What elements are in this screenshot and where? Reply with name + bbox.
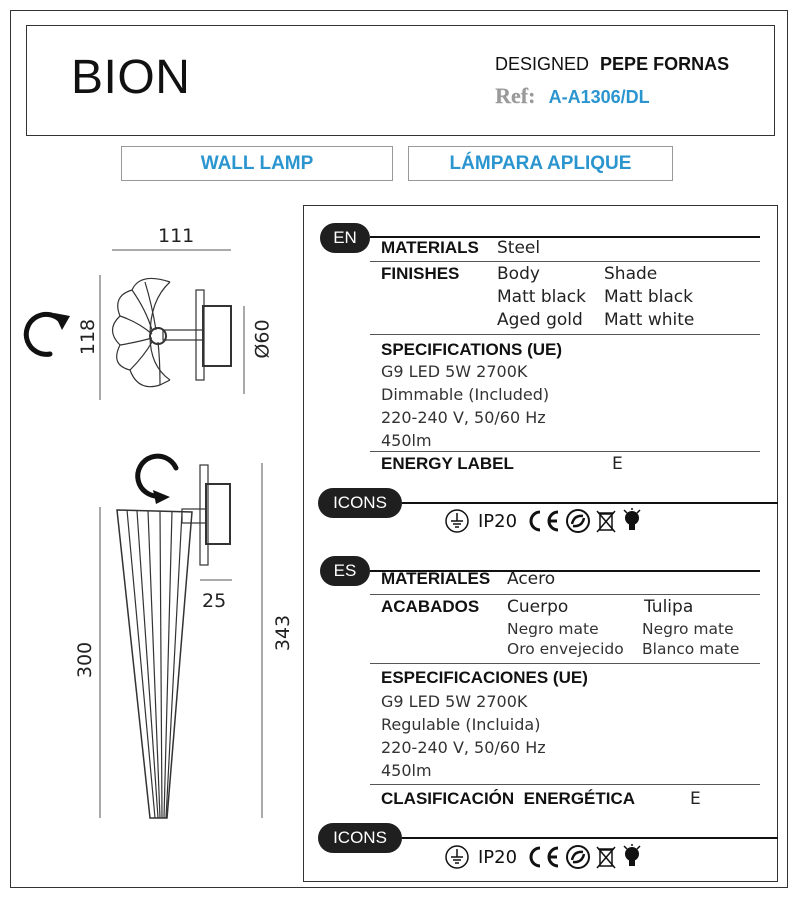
recycle-icon — [566, 509, 591, 533]
ip-rating-es: IP20 — [478, 846, 518, 868]
designed-label: DESIGNED — [495, 54, 590, 74]
shade-finish-en: Matt white — [604, 310, 695, 330]
certification-icons-en: IP20 — [444, 508, 643, 534]
product-type-en: WALL LAMP — [121, 146, 393, 181]
dim-side-depth: 25 — [202, 590, 227, 612]
side-view-drawing — [116, 464, 231, 819]
energy-value-en: E — [612, 454, 623, 474]
energy-label-en: ENERGY LABEL — [381, 454, 514, 473]
dim-total-height: 343 — [272, 614, 295, 652]
rotate-icon — [23, 311, 65, 357]
ip-rating-en: IP20 — [478, 510, 518, 532]
spec-line-es: Regulable (Incluida) — [381, 715, 541, 734]
ref-label: Ref: — [495, 83, 536, 108]
spec-line-en: 450lm — [381, 431, 432, 450]
materials-value-en: Steel — [497, 238, 541, 258]
ref-value: A-A1306/DL — [548, 87, 650, 107]
divider — [370, 451, 760, 452]
shade-finish-en: Matt black — [604, 287, 693, 307]
lang-badge-en: EN — [320, 223, 370, 253]
spec-line-en: G9 LED 5W 2700K — [381, 362, 528, 381]
technical-drawing — [23, 249, 263, 819]
product-type-es: LÁMPARA APLIQUE — [408, 146, 673, 181]
body-finish-en: Matt black — [497, 287, 586, 307]
dim-top-width: 111 — [158, 225, 195, 247]
icons-badge-en: ICONS — [318, 488, 402, 518]
divider — [370, 784, 760, 785]
divider — [370, 570, 760, 572]
ground-class-icon — [445, 509, 469, 533]
body-finish-es: Negro mate — [507, 620, 599, 638]
energy-value-es: E — [690, 789, 701, 809]
lang-badge-es: ES — [320, 556, 370, 586]
designer-name: PEPE FORNAS — [600, 54, 730, 74]
finishes-label-en: FINISHES — [381, 264, 460, 283]
divider — [402, 837, 778, 839]
recycle-icon — [566, 845, 591, 869]
spec-line-es: 450lm — [381, 761, 432, 780]
divider — [370, 663, 760, 664]
specs-label-es: ESPECIFICACIONES (UE) — [381, 668, 588, 687]
divider — [370, 236, 760, 238]
led-bulb-icon — [623, 508, 641, 530]
ground-class-icon — [445, 845, 469, 869]
weee-bin-icon — [596, 510, 616, 533]
shade-finish-es: Negro mate — [642, 620, 734, 638]
header: BION DESIGNED PEPE FORNAS Ref: A-A1306/D… — [26, 25, 775, 136]
divider — [370, 334, 760, 335]
body-finish-es: Oro envejecido — [507, 640, 624, 658]
shade-finish-es: Blanco mate — [642, 640, 740, 658]
rotate-icon — [135, 453, 179, 499]
designer-line: DESIGNED PEPE FORNAS — [495, 54, 729, 75]
energy-label-es: CLASIFICACIÓN ENERGÉTICA — [381, 789, 636, 808]
top-view-drawing — [111, 277, 232, 388]
spec-line-es: 220-240 V, 50/60 Hz — [381, 738, 546, 757]
specs-label-en: SPECIFICATIONS (UE) — [381, 340, 563, 359]
rotate-arrow-head — [54, 313, 70, 330]
ce-mark-icon — [529, 510, 559, 532]
dim-shade-length: 300 — [74, 641, 97, 679]
body-label-en: Body — [497, 264, 540, 284]
shade-label-en: Shade — [604, 264, 658, 284]
divider — [370, 594, 760, 595]
shade-label-es: Tulipa — [644, 597, 694, 617]
divider — [402, 502, 778, 504]
certification-icons-es: IP20 — [444, 844, 643, 870]
weee-bin-icon — [596, 846, 616, 869]
dim-top-height: 118 — [77, 318, 100, 356]
finishes-label-es: ACABADOS — [381, 597, 480, 616]
spec-line-en: Dimmable (Included) — [381, 385, 550, 404]
dim-diameter: Ø60 — [251, 319, 274, 359]
led-bulb-icon — [623, 844, 641, 866]
materials-label-es: MATERIALES — [381, 569, 491, 588]
sheet-frame — [10, 10, 788, 888]
materials-label-en: MATERIALS — [381, 238, 479, 257]
body-finish-en: Aged gold — [497, 310, 583, 330]
materials-value-es: Acero — [507, 569, 556, 589]
specification-panel: EN MATERIALS Steel FINISHES Body Shade M… — [303, 205, 778, 882]
product-name: BION — [71, 51, 191, 104]
reference-line: Ref: A-A1306/DL — [495, 83, 650, 109]
ce-mark-icon — [529, 846, 559, 868]
body-label-es: Cuerpo — [507, 597, 569, 617]
spec-line-en: 220-240 V, 50/60 Hz — [381, 408, 546, 427]
divider — [370, 261, 760, 262]
spec-line-es: G9 LED 5W 2700K — [381, 692, 528, 711]
icons-badge-es: ICONS — [318, 823, 402, 853]
